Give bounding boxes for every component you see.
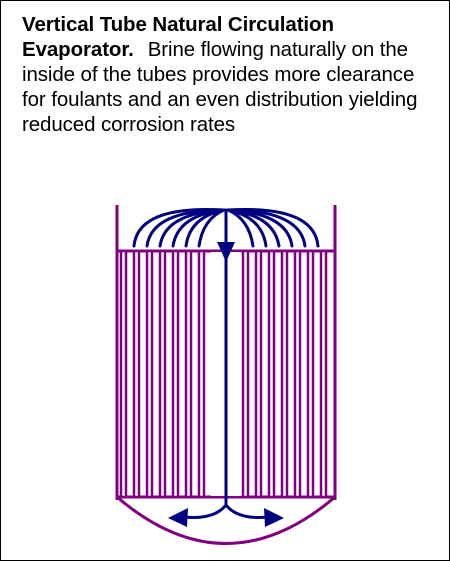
caption-body: Brine flowing naturally on the inside of…	[22, 38, 418, 136]
flow-split-left	[182, 503, 228, 519]
tube-right-1	[241, 249, 250, 499]
arrowhead-left-icon	[168, 508, 188, 527]
flow-arrowheads	[168, 242, 284, 527]
flow-split-right	[224, 503, 270, 519]
tube-left-5	[171, 249, 180, 499]
tube-left-3	[145, 249, 154, 499]
caption-title: Vertical Tube Natural Circulation Evapor…	[22, 13, 334, 61]
tube-bundle-right	[241, 249, 328, 499]
tube-right-2	[254, 249, 263, 499]
circulation-flow	[132, 207, 320, 519]
flow-arc-right-6	[226, 208, 255, 248]
tube-left-6	[184, 249, 193, 499]
tube-left-4	[158, 249, 167, 499]
tube-left-2	[132, 249, 141, 499]
tube-right-4	[280, 249, 289, 499]
arrowhead-down-icon	[217, 242, 235, 262]
figure-caption: Vertical Tube Natural Circulation Evapor…	[22, 12, 434, 137]
tube-right-3	[267, 249, 276, 499]
vessel-bottom-head	[116, 495, 336, 545]
tube-bundle-left	[119, 249, 206, 499]
tube-right-6	[306, 249, 315, 499]
tube-left-1	[119, 249, 128, 499]
tube-right-7	[319, 249, 328, 499]
tube-left-7	[197, 249, 206, 499]
flow-arc-left-6	[197, 208, 226, 248]
arrowhead-right-icon	[264, 508, 284, 527]
tube-right-5	[293, 249, 302, 499]
